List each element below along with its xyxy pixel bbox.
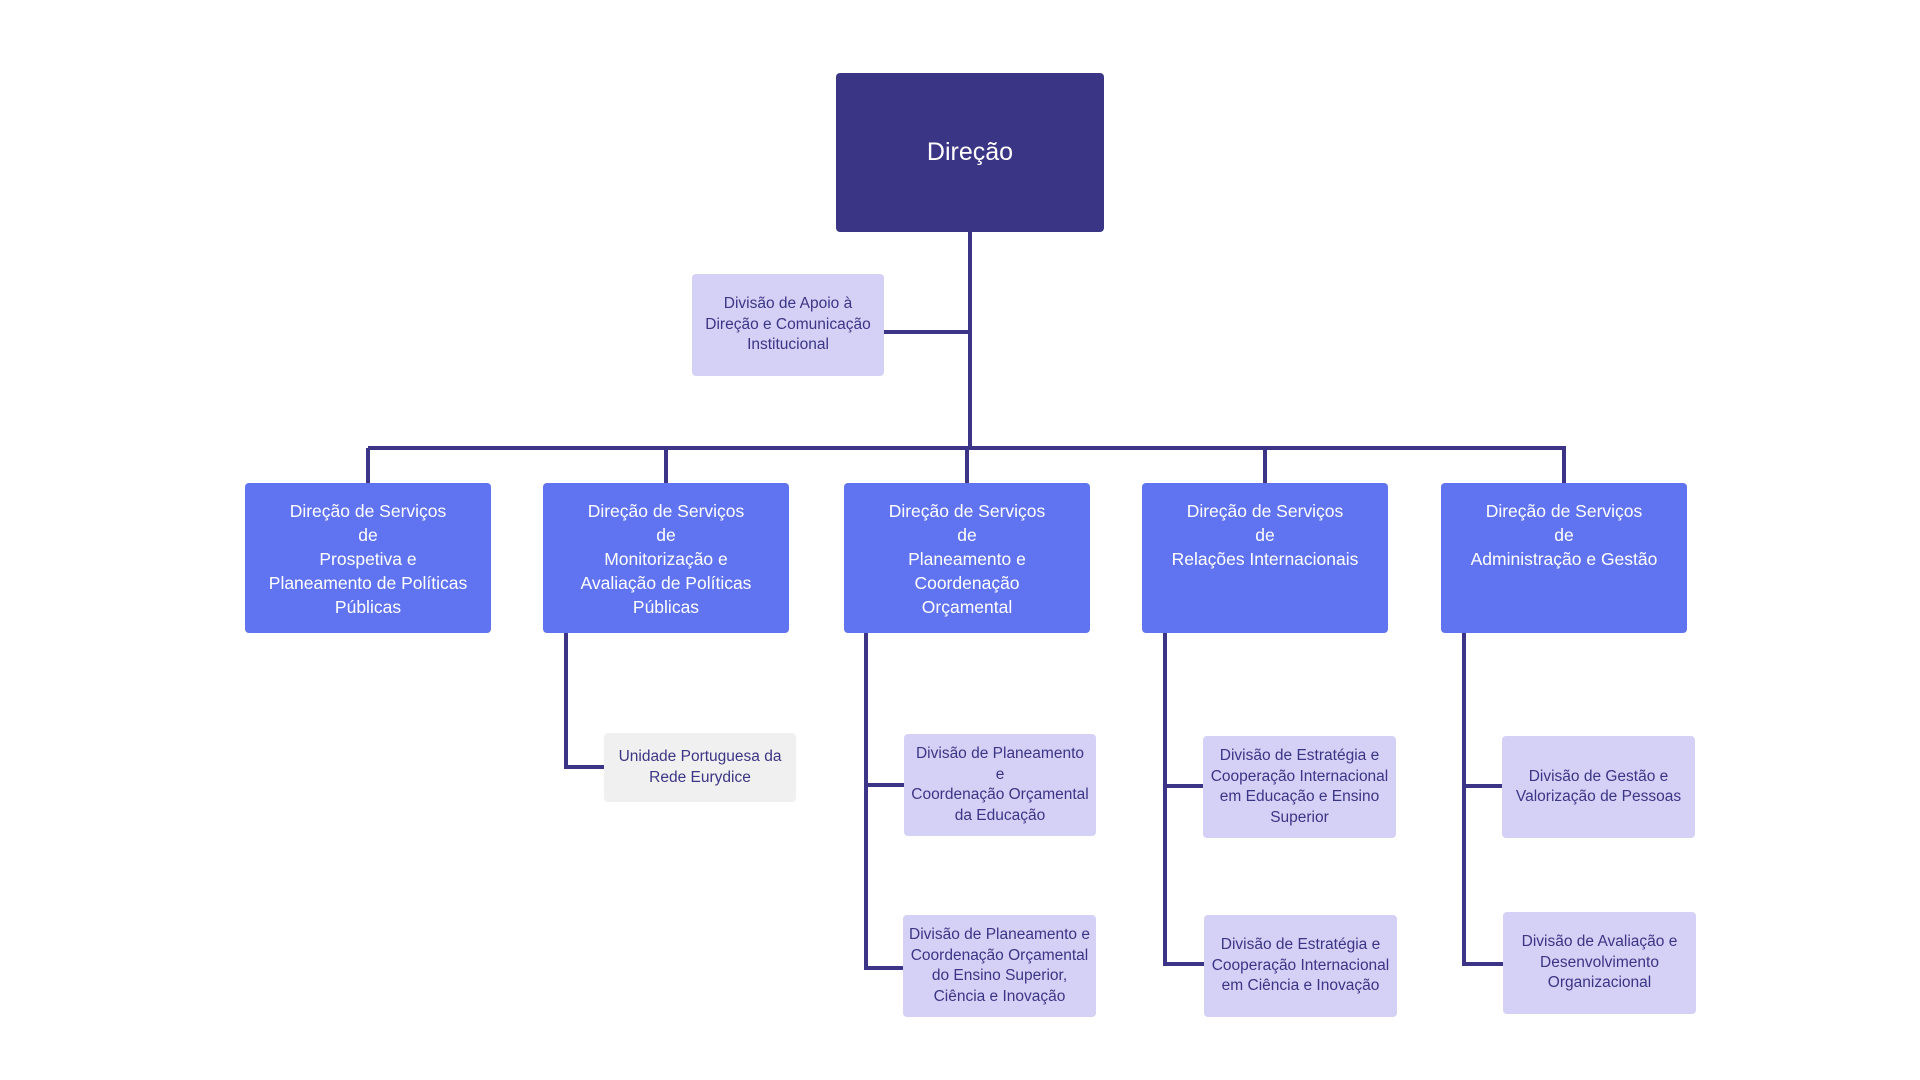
- divisao-cooperacao-educacao-node: Divisão de Estratégia e Cooperação Inter…: [1203, 736, 1396, 838]
- servicos-relacoes-internacionais-label: Direção de Serviços de Relações Internac…: [1171, 501, 1359, 569]
- divisao-apoio-direcao-node: Divisão de Apoio à Direção e Comunicação…: [692, 274, 884, 376]
- divisao-gestao-pessoas-node: Divisão de Gestão e Valorização de Pesso…: [1502, 736, 1695, 838]
- servicos-prospetiva-node: Direção de Serviços de Prospetiva e Plan…: [245, 483, 491, 633]
- unidade-eurydice-label: Unidade Portuguesa da Rede Eurydice: [618, 748, 782, 786]
- direcao-label: Direção: [926, 138, 1014, 166]
- divisao-avaliacao-organizacional-node: Divisão de Avaliação e Desenvolvimento O…: [1503, 912, 1696, 1014]
- divisao-cooperacao-ciencia-node: Divisão de Estratégia e Cooperação Inter…: [1204, 915, 1397, 1017]
- divisao-planeamento-ensino-superior-node: Divisão de Planeamento e Coordenação Orç…: [903, 915, 1096, 1017]
- connector-eurydice: [564, 633, 604, 769]
- direcao-node: Direção: [836, 73, 1104, 232]
- connector-service-3-children: [864, 633, 904, 970]
- divisao-planeamento-educacao-label: Divisão de Planeamento e Coordenação Orç…: [911, 745, 1089, 824]
- servicos-planeamento-orcamental-node: Direção de Serviços de Planeamento e Coo…: [844, 483, 1090, 633]
- divisao-gestao-pessoas-label: Divisão de Gestão e Valorização de Pesso…: [1515, 767, 1682, 806]
- connector-service-4-children: [1163, 633, 1204, 966]
- divisao-apoio-direcao-label: Divisão de Apoio à Direção e Comunicação…: [705, 295, 871, 354]
- divisao-cooperacao-educacao-label: Divisão de Estratégia e Cooperação Inter…: [1210, 747, 1389, 826]
- divisao-planeamento-ensino-superior-label: Divisão de Planeamento e Coordenação Orç…: [909, 926, 1090, 1005]
- servicos-administracao-gestao-label: Direção de Serviços de Administração e G…: [1470, 501, 1658, 569]
- servicos-monitorizacao-node: Direção de Serviços de Monitorização e A…: [543, 483, 789, 633]
- servicos-planeamento-orcamental-label: Direção de Serviços de Planeamento e Coo…: [888, 501, 1046, 617]
- servicos-monitorizacao-label: Direção de Serviços de Monitorização e A…: [580, 501, 752, 617]
- connector-service-5-children: [1462, 633, 1503, 966]
- divisao-cooperacao-ciencia-label: Divisão de Estratégia e Cooperação Inter…: [1211, 936, 1390, 995]
- unidade-eurydice-node: Unidade Portuguesa da Rede Eurydice: [604, 733, 796, 802]
- divisao-avaliacao-organizacional-label: Divisão de Avaliação e Desenvolvimento O…: [1521, 933, 1678, 992]
- servicos-relacoes-internacionais-node: Direção de Serviços de Relações Internac…: [1142, 483, 1388, 633]
- divisao-planeamento-educacao-node: Divisão de Planeamento e Coordenação Orç…: [904, 734, 1096, 836]
- servicos-prospetiva-label: Direção de Serviços de Prospetiva e Plan…: [268, 501, 468, 617]
- servicos-administracao-gestao-node: Direção de Serviços de Administração e G…: [1441, 483, 1687, 633]
